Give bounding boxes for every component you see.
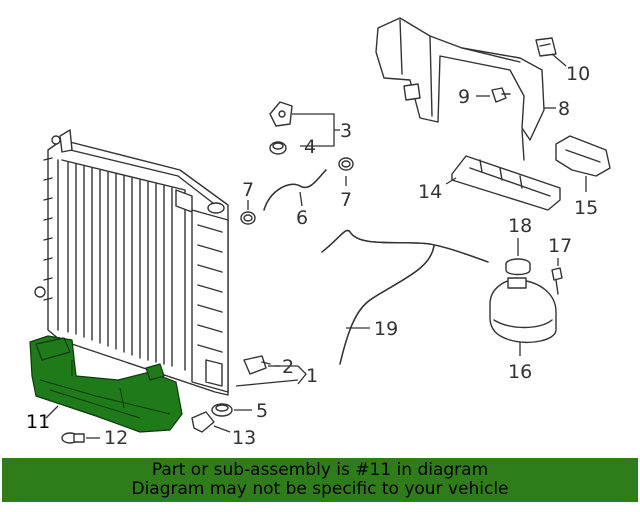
part-14-seal[interactable] <box>451 155 561 211</box>
part-13-clip[interactable] <box>191 411 215 433</box>
callout-14: 14 <box>418 181 442 203</box>
part-3-bracket[interactable] <box>269 101 293 127</box>
callout-15: 15 <box>574 197 598 219</box>
leader-lines <box>45 53 587 439</box>
callout-6: 6 <box>296 207 308 229</box>
part-19-hose[interactable] <box>321 229 489 365</box>
callout-5: 5 <box>256 400 268 422</box>
callout-2: 2 <box>282 356 294 378</box>
part-4-grommet[interactable] <box>269 141 287 155</box>
part-10-clip[interactable] <box>535 37 557 57</box>
callout-9: 9 <box>458 86 470 108</box>
parts-diagram: 1 2 3 4 5 6 7 7 8 9 10 11 12 13 14 15 16… <box>26 17 611 449</box>
callout-1: 1 <box>306 365 318 387</box>
radiator <box>34 129 229 396</box>
part-16-reservoir[interactable] <box>489 277 557 344</box>
callout-13: 13 <box>232 427 256 449</box>
callout-3: 3 <box>340 120 352 142</box>
callout-18: 18 <box>508 215 532 237</box>
callout-16: 16 <box>508 361 532 383</box>
part-7-clamp-left[interactable] <box>240 211 256 225</box>
callout-7-left: 7 <box>242 179 254 201</box>
part-12-push-pin[interactable] <box>61 432 85 444</box>
banner-line-disclaimer: Diagram may not be specific to your vehi… <box>131 479 509 499</box>
part-15-bracket[interactable] <box>555 135 611 177</box>
callout-11: 11 <box>26 411 50 433</box>
part-7-clamp-right[interactable] <box>338 157 354 171</box>
callout-4: 4 <box>304 136 316 158</box>
banner-line-part: Part or sub-assembly is #11 in diagram <box>151 460 489 480</box>
part-2-sensor[interactable] <box>243 355 271 375</box>
callout-8: 8 <box>558 98 570 120</box>
part-6-hose[interactable] <box>263 169 327 211</box>
callout-12: 12 <box>104 427 128 449</box>
callout-19: 19 <box>374 318 398 340</box>
part-18-cap[interactable] <box>505 258 531 276</box>
info-banner: Part or sub-assembly is #11 in diagram D… <box>2 458 638 502</box>
callout-labels: 1 2 3 4 5 6 7 7 8 9 10 11 12 13 14 15 16… <box>26 63 598 449</box>
part-8-support-bracket[interactable] <box>375 17 545 161</box>
callout-7-right: 7 <box>340 189 352 211</box>
part-5-grommet[interactable] <box>211 403 233 417</box>
part-9-bolt[interactable] <box>491 87 511 103</box>
callout-10: 10 <box>566 63 590 85</box>
callout-17: 17 <box>548 235 572 257</box>
part-11-air-deflector[interactable] <box>29 335 183 433</box>
part-17-bolt[interactable] <box>551 267 563 295</box>
